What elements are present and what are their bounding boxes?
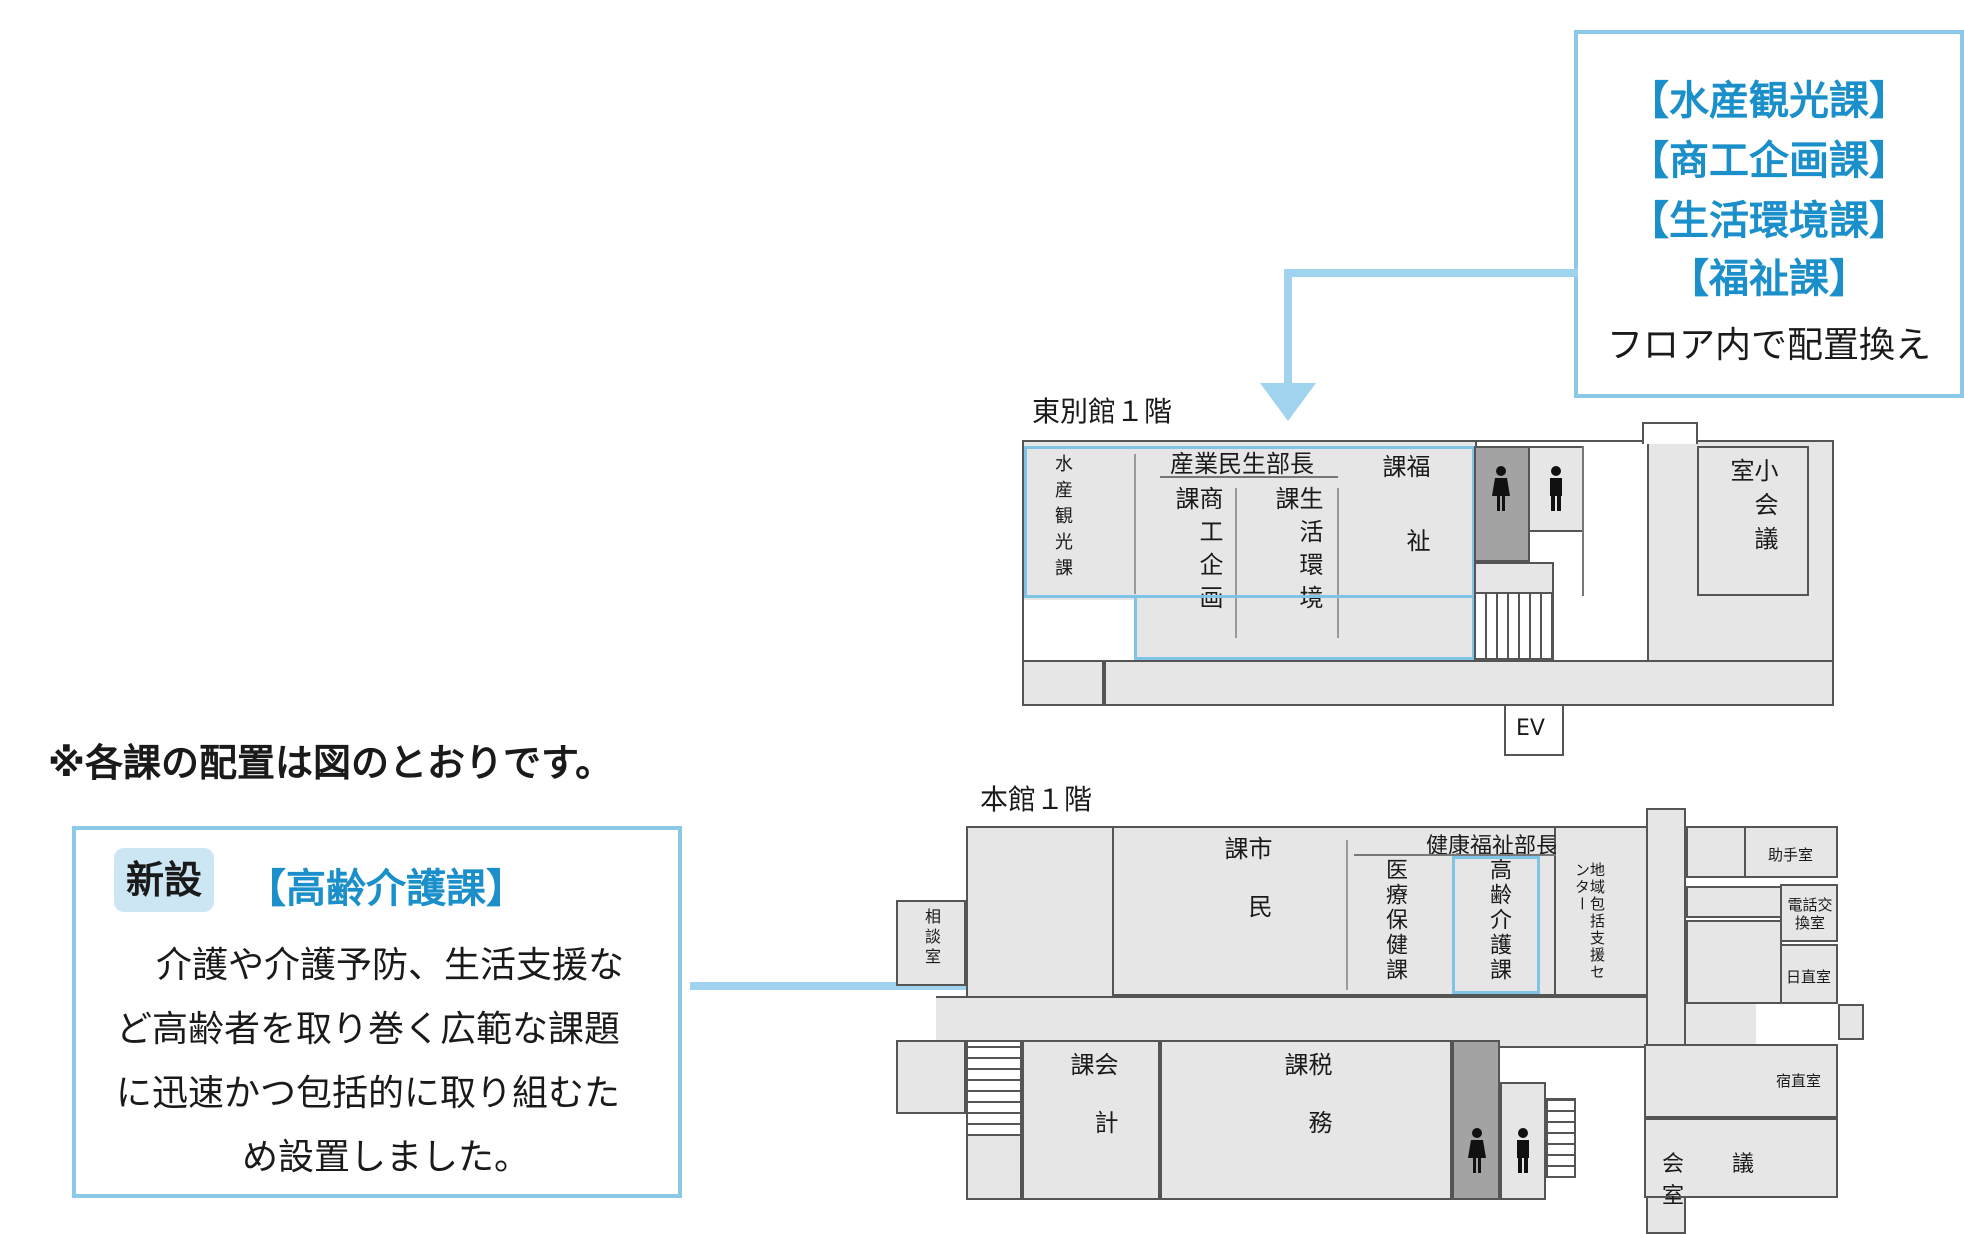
east-annex-title: 東別館１階: [1032, 395, 1173, 428]
main-toilet-women: [1452, 1040, 1500, 1200]
relocation-arrow: [1260, 269, 1578, 421]
room-joshu: [1744, 826, 1838, 878]
main-building-floorplan: 相談室 市民課 健康福祉部長 医療保健課 高齢介護課 地域包括支援センター 助手…: [896, 808, 1864, 1234]
room-kaikei: [1022, 1040, 1160, 1200]
room-shoko-kikaku: 商工企画課: [1171, 486, 1223, 618]
east-stairs: [1474, 592, 1554, 660]
callout-line-shoko: 【商工企画課】: [1629, 138, 1909, 184]
east-annex-white-space: [1024, 600, 1136, 662]
room-iryo-hoken: 医療保健課: [1382, 858, 1407, 983]
mens-toilet-icon: [1550, 466, 1562, 511]
callout-line-suisan: 【水産観光課】: [1629, 78, 1909, 124]
room-zeimu: [1160, 1040, 1452, 1200]
room-seikatsu-kankyo: 生活環境課: [1271, 486, 1323, 618]
main-stairs-right: [1546, 1098, 1576, 1178]
ev-label: EV: [1516, 716, 1545, 741]
caption-text: ※各課の配置は図のとおりです。: [48, 741, 614, 785]
room-chiiki-center: 地域包括支援センター: [1573, 862, 1606, 981]
main-stairs-left: [966, 1040, 1022, 1136]
room-bucho-sangyo: 産業民生部長: [1170, 450, 1314, 478]
room-sodan: [896, 900, 966, 986]
room-shokaigi: [1697, 446, 1809, 596]
new-badge: 新設: [114, 848, 214, 912]
room-fukushi: 福祉課: [1378, 454, 1430, 602]
elevator: [1504, 704, 1564, 756]
room-shukuchoku: [1644, 1044, 1838, 1118]
room-nicchoku: [1780, 944, 1838, 1004]
room-denwa: [1780, 884, 1838, 942]
new-body-line-4: め設置しました。: [242, 1137, 531, 1178]
womens-toilet-icon: [1468, 1128, 1486, 1173]
main-building-title: 本館１階: [980, 783, 1093, 816]
new-department-box: 新設 【高齢介護課】 介護や介護予防、生活支援な ど高齢者を取り巻く広範な課題 …: [72, 826, 682, 1198]
new-body-line-3: に迅速かつ包括的に取り組むた: [116, 1073, 621, 1114]
mens-toilet-icon: [1517, 1128, 1529, 1173]
callout-line-fukushi: 【福祉課】: [1669, 256, 1869, 302]
new-body-line-1: 介護や介護予防、生活支援な: [156, 945, 625, 986]
new-body-line-2: ど高齢者を取り巻く広範な課題: [116, 1009, 621, 1050]
east-annex-floorplan: 水産観光課 産業民生部長 商工企画課 生活環境課 福祉課 小会議室 EV: [1022, 422, 1834, 756]
new-dept-title: 【高齢介護課】: [246, 866, 526, 912]
east-toilet-women: [1474, 446, 1530, 562]
room-suisan-kanko: 水産観光課: [1052, 454, 1073, 584]
callout-note: フロア内で配置換え: [1606, 325, 1931, 366]
relocation-callout: 【水産観光課】 【商工企画課】 【生活環境課】 【福祉課】 フロア内で配置換え: [1574, 30, 1964, 398]
room-kaigishitsu: [1644, 1118, 1838, 1198]
callout-line-seikatsu: 【生活環境課】: [1629, 198, 1909, 244]
room-korei-kaigo: 高齢介護課: [1486, 858, 1511, 983]
kaigishitsu-label: 会議室: [1662, 1152, 1803, 1209]
womens-toilet-icon: [1492, 466, 1510, 511]
